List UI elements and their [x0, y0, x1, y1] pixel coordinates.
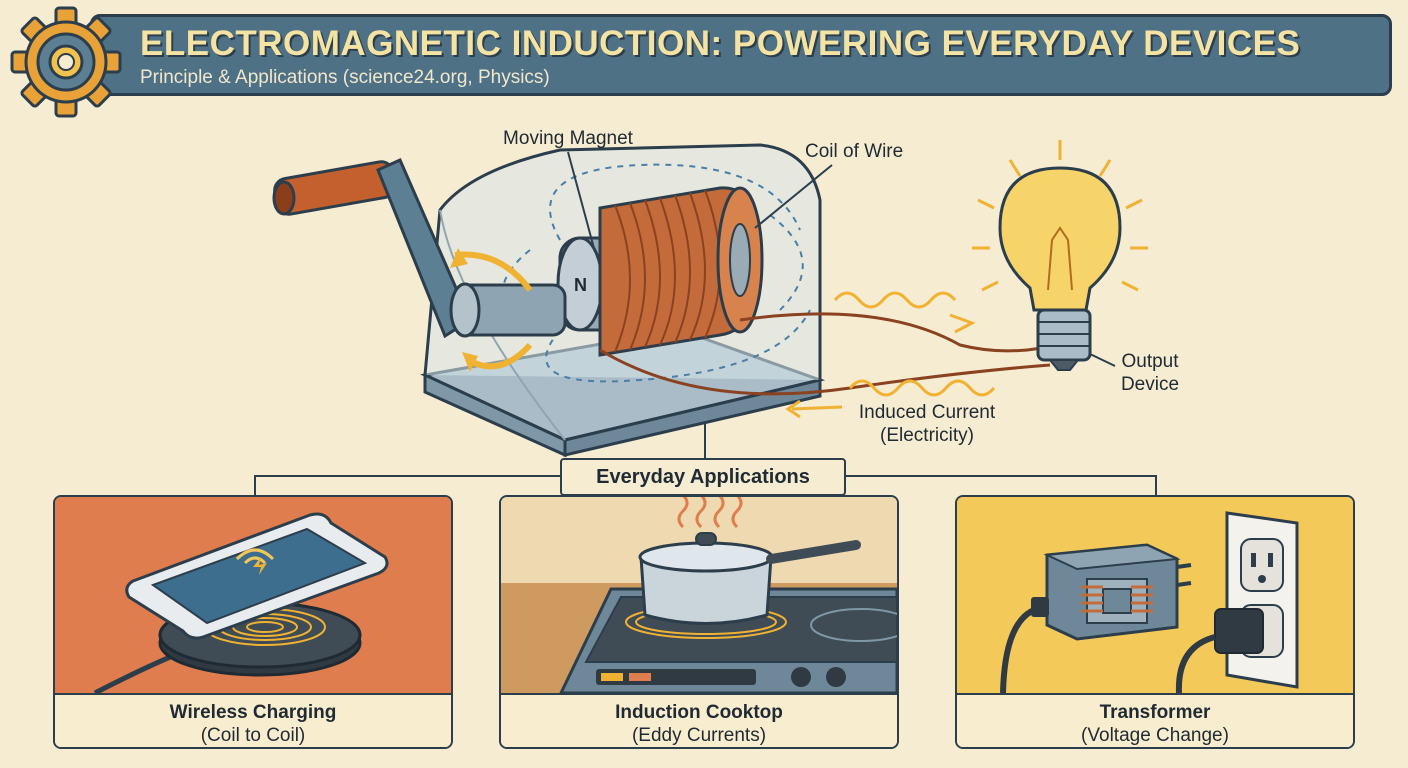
- transformer-icon: [1000, 543, 1192, 693]
- pot-icon: [638, 497, 861, 625]
- label-moving-magnet: Moving Magnet: [503, 128, 633, 149]
- induction-cooktop-art: [501, 497, 897, 693]
- card-subtitle: (Coil to Coil): [200, 725, 306, 746]
- lightbulb-icon: [972, 140, 1148, 371]
- card-caption: Transformer (Voltage Change): [957, 693, 1353, 747]
- connector-lines: [254, 418, 1157, 495]
- wireless-charging-art: [55, 497, 451, 693]
- transformer-art: [957, 497, 1353, 693]
- outlet-icon: [1225, 511, 1299, 689]
- card-subtitle: (Eddy Currents): [631, 725, 767, 746]
- page-subtitle: Principle & Applications (science24.org,…: [140, 67, 550, 88]
- gear-icon: [10, 6, 122, 118]
- label-coil-of-wire: Coil of Wire: [805, 141, 904, 162]
- card-wireless-charging: Wireless Charging (Coil to Coil): [53, 495, 453, 749]
- card-title: Induction Cooktop: [615, 702, 783, 723]
- card-subtitle: (Voltage Change): [1081, 725, 1229, 746]
- label-induced-current: Induced Current (Electricity): [858, 402, 996, 446]
- label-output-device: Output Device: [1120, 351, 1180, 395]
- applications-heading: Everyday Applications: [560, 458, 846, 496]
- callout-lines: [567, 151, 1116, 367]
- card-title: Wireless Charging: [169, 702, 337, 723]
- wires: [599, 291, 1051, 419]
- card-caption: Induction Cooktop (Eddy Currents): [501, 693, 897, 747]
- title-banner: [90, 14, 1392, 96]
- card-title: Transformer: [1099, 702, 1211, 723]
- magnet-pole-label: N: [574, 275, 587, 295]
- plug: [1175, 608, 1264, 693]
- card-induction-cooktop: Induction Cooktop (Eddy Currents): [499, 495, 899, 749]
- card-caption: Wireless Charging (Coil to Coil): [55, 693, 451, 747]
- card-transformer: Transformer (Voltage Change): [955, 495, 1355, 749]
- page-title: ELECTROMAGNETIC INDUCTION: POWERING EVER…: [140, 24, 1301, 63]
- coil-of-wire: [598, 186, 764, 357]
- phone-icon: [125, 512, 389, 640]
- hand-crank: [272, 158, 567, 372]
